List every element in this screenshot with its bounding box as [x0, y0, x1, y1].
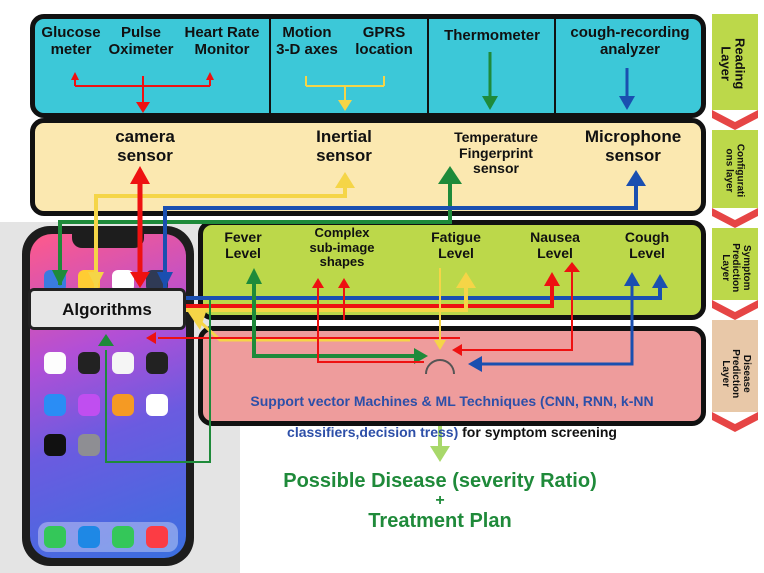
inertial-sensor: Inertial sensor	[316, 127, 372, 166]
ml-techniques-text: Support vector Machines & ML Techniques …	[204, 378, 700, 441]
yellow-connector	[94, 186, 347, 288]
wallet-icon	[44, 434, 66, 456]
red-connector	[186, 282, 554, 308]
green-connector	[58, 182, 452, 285]
safari-icon	[78, 526, 100, 548]
ml-techniques-blue: Support vector Machines & ML Techniques …	[250, 392, 654, 409]
output-possible-disease: Possible Disease (severity Ratio)	[283, 470, 597, 492]
fatigue-level: Fatigue Level	[431, 229, 481, 261]
app-icon	[146, 352, 168, 374]
messages-icon	[112, 526, 134, 548]
output-treatment-plan: Treatment Plan	[368, 510, 512, 532]
ibooks-icon	[112, 394, 134, 416]
device-pulse-oximeter: Pulse Oximeter	[108, 24, 174, 58]
blue-connector	[163, 184, 638, 288]
device-gprs-location: GPRS location	[355, 24, 413, 58]
ml-techniques-black: for symptom screening	[458, 424, 617, 441]
yellow-connector	[186, 284, 468, 312]
algorithms-label: Algorithms	[62, 300, 152, 319]
layer-tabs	[712, 14, 758, 412]
green-connector	[252, 284, 416, 358]
configuration-layer	[30, 118, 706, 216]
green-arrowhead	[482, 96, 498, 110]
itunes-icon	[78, 394, 100, 416]
app-icon	[44, 352, 66, 374]
fever-level: Fever Level	[224, 229, 262, 261]
algorithms-box: Algorithms	[28, 288, 186, 330]
device-motion-axes: Motion 3-D axes	[276, 24, 338, 58]
health-icon	[146, 394, 168, 416]
reading-layer-label: Reading Layer	[719, 37, 748, 90]
device-thermometer: Thermometer	[444, 27, 540, 44]
device-cough-analyzer: cough-recording analyzer	[570, 24, 690, 58]
phone-notch	[72, 234, 144, 248]
yellow-arrowhead	[338, 100, 352, 111]
app-store-icon	[44, 394, 66, 416]
phone-icon	[44, 526, 66, 548]
complex-sub-image-shapes: Complex sub-image shapes	[309, 225, 375, 270]
nausea-level: Nausea Level	[530, 229, 580, 261]
app-icon	[78, 352, 100, 374]
red-arrowhead	[206, 72, 214, 80]
microphone-sensor: Microphone sensor	[584, 127, 682, 166]
green-arrowhead	[438, 166, 462, 184]
yellow-connector	[194, 316, 410, 342]
blue-connector	[186, 284, 662, 300]
blue-arrowhead	[619, 96, 635, 110]
app-icon	[112, 352, 134, 374]
green-connector	[105, 300, 211, 463]
music-icon	[146, 526, 168, 548]
symptom-prediction-layer-label: Symptom Prediction Layer	[719, 243, 752, 293]
yellow-bracket-arrow	[305, 76, 385, 102]
fusion-node	[425, 359, 455, 375]
camera-sensor: camera sensor	[115, 127, 175, 166]
app-icon	[112, 270, 134, 292]
temperature-fingerprint-sensor: Temperature Fingerprint sensor	[454, 129, 538, 177]
cough-level: Cough Level	[624, 229, 670, 261]
device-glucose-meter: Glucose meter	[41, 24, 101, 58]
layer-chevrons	[712, 110, 758, 432]
red-bracket-arrow	[74, 76, 211, 104]
red-arrowhead	[71, 72, 79, 80]
red-arrowhead	[136, 102, 150, 113]
disease-prediction-layer	[198, 326, 706, 426]
output-plus: +	[435, 492, 445, 509]
ml-techniques-blue-line2: classifiers,decision tress)	[287, 424, 459, 441]
device-heart-rate-monitor: Heart Rate Monitor	[184, 24, 260, 58]
configurations-layer-label: Configurati ons layer	[724, 143, 746, 198]
disease-prediction-layer-label: Disease Prediction Layer	[719, 349, 752, 399]
settings-icon	[78, 434, 100, 456]
